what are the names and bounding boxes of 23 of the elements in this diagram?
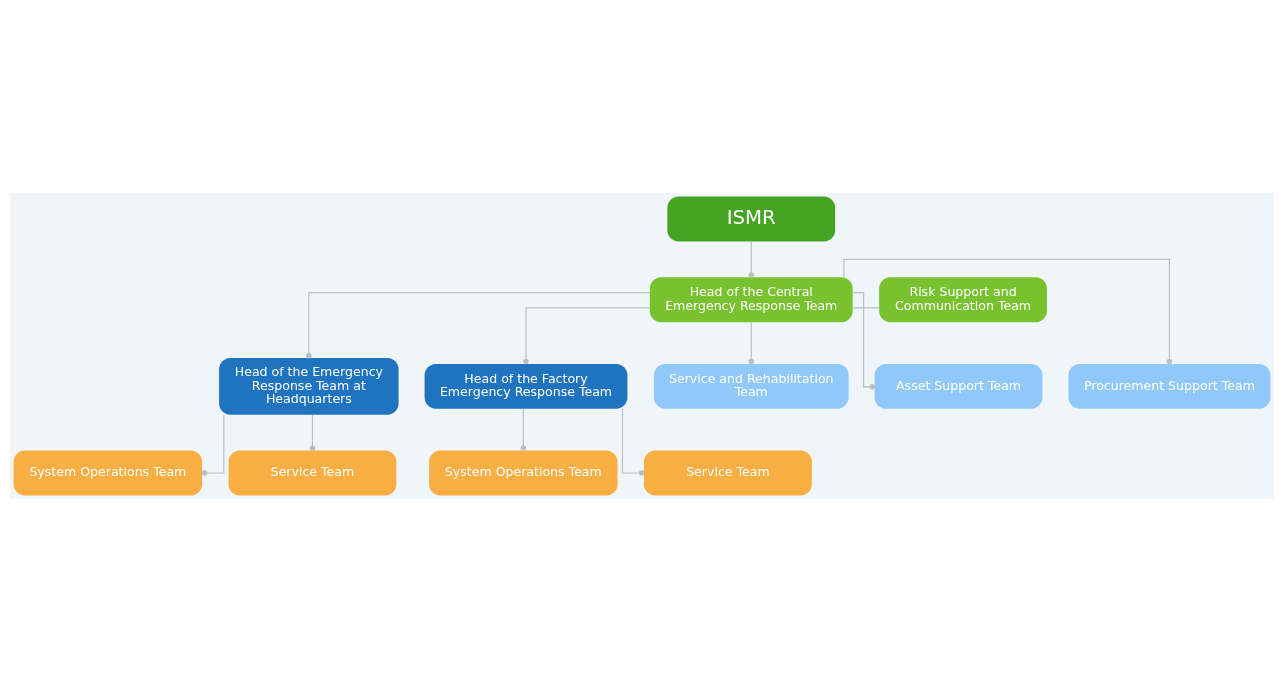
connector [852,307,880,309]
connector [309,414,316,451]
connector [201,414,225,476]
connector [748,321,754,365]
connector [748,240,754,278]
node-box: System Operations Team [429,450,618,496]
node-box: System Operations Team [13,450,203,496]
node-box: Asset Support Team [874,363,1043,409]
connector [843,258,1173,365]
connector [621,408,645,476]
node-box: Service Team [644,450,812,496]
node-box: Procurement Support Team [1068,363,1271,409]
connector [306,292,651,359]
node-box: Service and Rehabilitation Team [653,363,849,409]
node-box: Head of the Emergency Response Team at Headquarters [219,358,399,415]
connector [523,307,651,365]
node-box: Service Team [228,450,397,496]
node-box: Head of the Factory Emergency Response Team [424,363,628,409]
node-box: Risk Support and Communication Team [879,277,1047,323]
node-box: ISMR [667,196,836,242]
node-box: Head of the Central Emergency Response Team [649,277,853,323]
connector [852,292,876,390]
connector [520,408,527,451]
